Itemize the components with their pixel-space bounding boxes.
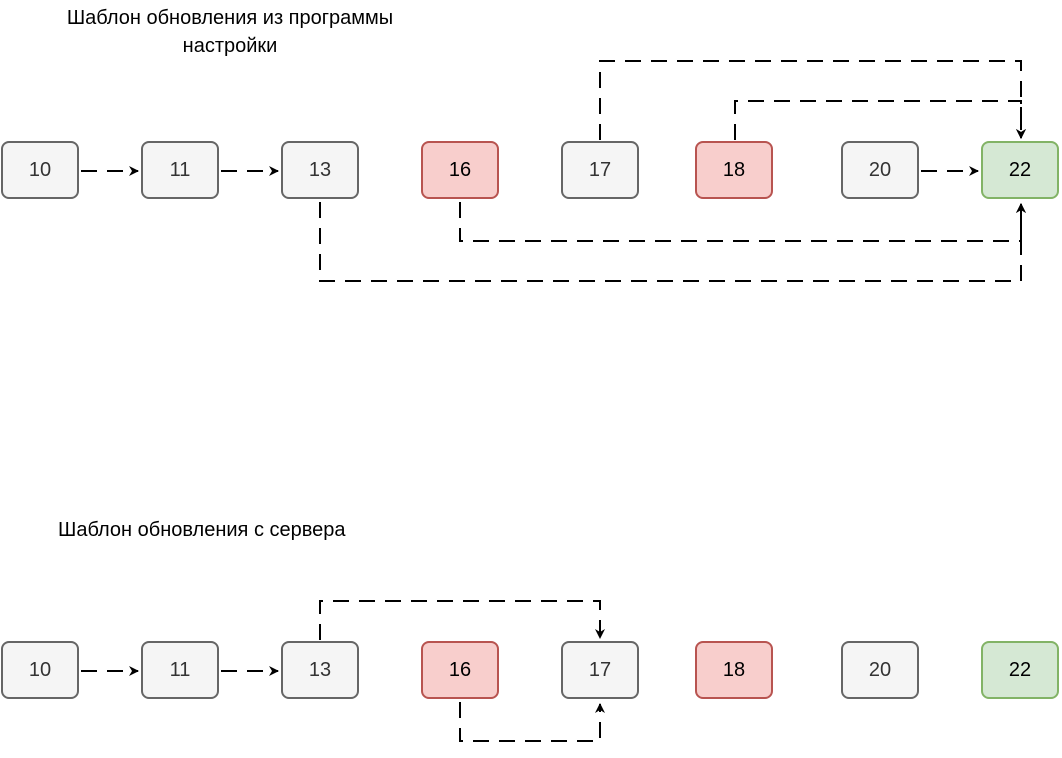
node-label: 11 [169, 658, 191, 681]
node-22[interactable]: 22 [981, 641, 1059, 699]
edge-13-17-b [319, 600, 605, 640]
edge-16-17-b [459, 702, 605, 742]
node-13[interactable]: 13 [281, 641, 359, 699]
node-label: 20 [868, 658, 892, 681]
node-label: 13 [308, 658, 332, 681]
edge-13-22 [319, 202, 1026, 282]
node-16[interactable]: 16 [421, 641, 499, 699]
node-label: 20 [868, 158, 892, 181]
diagram-2-title: Шаблон обновления с сервера [58, 519, 346, 541]
edge-17-22 [599, 60, 1026, 140]
node-16[interactable]: 16 [421, 141, 499, 199]
node-10[interactable]: 10 [1, 141, 79, 199]
node-20[interactable]: 20 [841, 641, 919, 699]
node-label: 22 [1008, 158, 1032, 181]
node-13[interactable]: 13 [281, 141, 359, 199]
edge-18-22 [734, 100, 1026, 140]
node-17[interactable]: 17 [561, 141, 639, 199]
node-label: 18 [722, 158, 746, 181]
node-18[interactable]: 18 [695, 641, 773, 699]
node-10[interactable]: 10 [1, 641, 79, 699]
node-label: 17 [588, 158, 612, 181]
node-22[interactable]: 22 [981, 141, 1059, 199]
edge-16-22 [459, 202, 1026, 242]
node-11[interactable]: 11 [141, 641, 219, 699]
node-label: 10 [28, 158, 52, 181]
node-label: 17 [588, 658, 612, 681]
node-17[interactable]: 17 [561, 641, 639, 699]
node-20[interactable]: 20 [841, 141, 919, 199]
node-label: 10 [28, 658, 52, 681]
diagram-1-title: Шаблон обновления из программы настройки [66, 7, 394, 57]
node-label: 22 [1008, 658, 1032, 681]
node-label: 16 [448, 658, 472, 681]
node-11[interactable]: 11 [141, 141, 219, 199]
node-18[interactable]: 18 [695, 141, 773, 199]
node-label: 11 [169, 158, 191, 181]
node-label: 13 [308, 158, 332, 181]
node-label: 16 [448, 158, 472, 181]
node-label: 18 [722, 658, 746, 681]
